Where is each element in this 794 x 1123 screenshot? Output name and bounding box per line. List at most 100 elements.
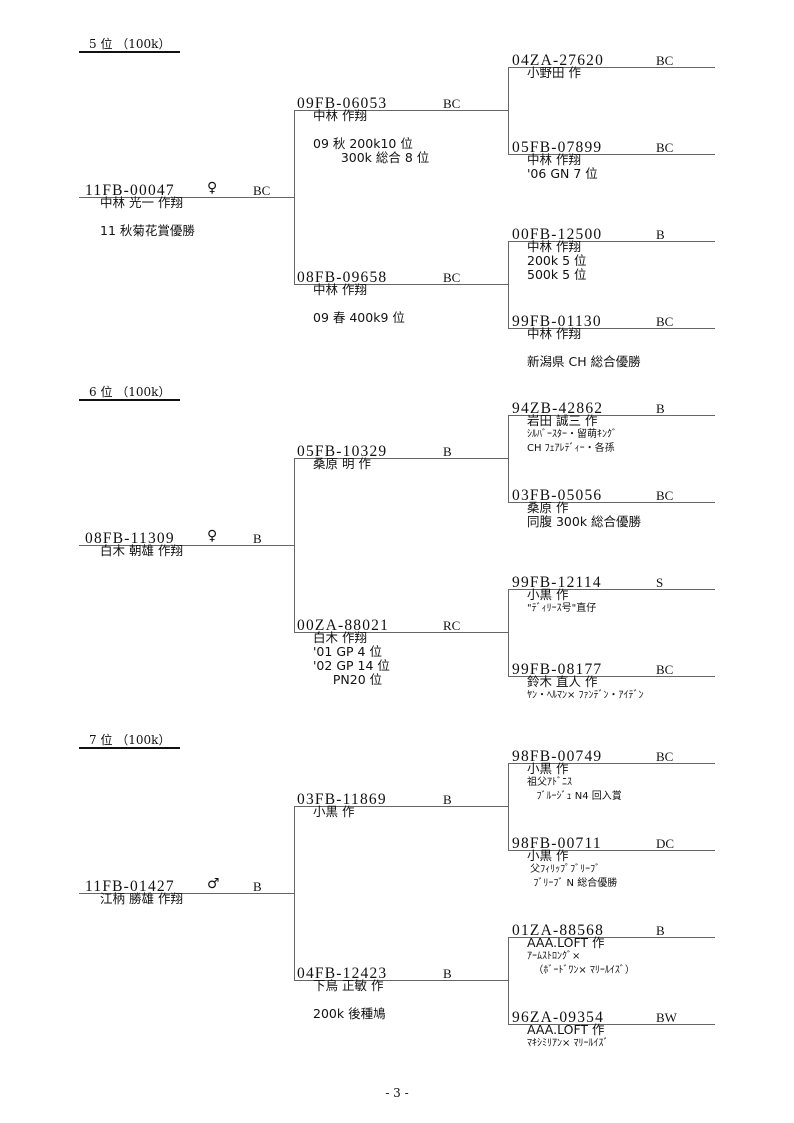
dam-dam-notes: 中林 作翔新潟県 CH 総合優勝	[527, 327, 641, 369]
dam-dam-line	[508, 676, 715, 677]
dam-dam-line	[508, 328, 715, 329]
connector-line	[508, 415, 509, 502]
connector-line	[508, 763, 509, 850]
breeder-name: 下鳥 正敏 作	[313, 978, 384, 993]
dam-color: B	[443, 966, 452, 981]
sire-sire-ring-number: 04ZA-27620	[512, 52, 605, 69]
note-line	[313, 123, 429, 137]
dam-line	[294, 284, 508, 285]
note-line: '02 GP 14 位	[313, 658, 390, 673]
sire-dam-notes: 中林 作翔'06 GN 7 位	[527, 153, 598, 181]
dam-dam-ring-number: 99FB-08177	[512, 661, 603, 678]
dam-ring-number: 00ZA-88021	[297, 617, 390, 634]
note-line: 同腹 300k 総合優勝	[527, 514, 642, 529]
breeder-name: 江柄 勝雄 作翔	[100, 891, 183, 906]
sire-dam-color: DC	[656, 836, 675, 851]
note-line: ﾏｷｼﾐﾘｱﾝ× ﾏﾘｰﾙｲｽﾞ	[527, 1038, 609, 1049]
breeder-name: 白木 朝雄 作翔	[100, 543, 183, 558]
sire-dam-ring-number: 98FB-00711	[512, 835, 602, 852]
breeder-name: 桑原 明 作	[313, 456, 371, 471]
subject-line	[79, 197, 294, 198]
note-line: 父ﾌｨﾘｯﾌﾟﾌﾞﾘｰﾌﾞ	[527, 864, 601, 875]
dam-sire-color: B	[656, 227, 665, 242]
subject-color: B	[253, 531, 262, 546]
subject-notes: 白木 朝雄 作翔	[100, 544, 183, 558]
sire-notes: 桑原 明 作	[313, 457, 371, 471]
dam-ring-number: 04FB-12423	[297, 965, 388, 982]
sire-color: B	[443, 792, 452, 807]
sire-dam-line	[508, 502, 715, 503]
dam-dam-ring-number: 96ZA-09354	[512, 1009, 605, 1026]
note-line: 500k 5 位	[527, 267, 587, 282]
dam-dam-color: BC	[656, 662, 674, 677]
note-line: CH ﾌｪｱﾚﾃﾞｨｰ・各孫	[527, 443, 615, 454]
sire-sire-line	[508, 415, 715, 416]
dam-dam-notes: 鈴木 直人 作ﾔﾝ・ﾍﾙﾏﾝ× ﾌｧﾝﾃﾞﾝ・ｱｲﾃﾞﾝ	[527, 675, 644, 703]
sire-dam-notes: 小黒 作 父ﾌｨﾘｯﾌﾟﾌﾞﾘｰﾌﾞ ﾌﾞﾘｰﾌﾞ N 総合優勝	[527, 849, 617, 891]
note-line: PN20 位	[313, 672, 383, 687]
breeder-name: 小黒 作	[527, 848, 569, 863]
sire-dam-line	[508, 154, 715, 155]
note-line: "ﾃﾞｨﾘｰｽ号"直仔	[527, 603, 597, 614]
note-line: 300k 総合 8 位	[313, 150, 430, 165]
sire-sire-notes: 小野田 作	[527, 66, 581, 80]
dam-notes: 白木 作翔'01 GP 4 位'02 GP 14 位 PN20 位	[313, 631, 390, 687]
connector-line	[508, 67, 509, 154]
sire-dam-line	[508, 850, 715, 851]
note-line: 新潟県 CH 総合優勝	[527, 354, 641, 369]
breeder-name: 白木 作翔	[313, 630, 367, 645]
sire-dam-notes: 桑原 作同腹 300k 総合優勝	[527, 501, 641, 529]
subject-ring-number: 11FB-01427	[85, 878, 175, 895]
sire-line	[294, 110, 508, 111]
breeder-name: 中林 作翔	[527, 326, 581, 341]
breeder-name: AAA.LOFT 作	[527, 935, 605, 950]
subject-ring-number: 08FB-11309	[85, 530, 175, 547]
dam-sire-color: B	[656, 923, 665, 938]
dam-sire-ring-number: 99FB-12114	[512, 574, 602, 591]
breeder-name: 中林 作翔	[527, 152, 581, 167]
sex-symbol: ♀	[207, 528, 218, 544]
sire-ring-number: 09FB-06053	[297, 95, 388, 112]
dam-sire-ring-number: 01ZA-88568	[512, 922, 605, 939]
dam-dam-line	[508, 1024, 715, 1025]
note-line: ｱｰﾑｽﾄﾛﾝｸﾞ×	[527, 951, 581, 962]
page-number: - 3 -	[385, 1086, 409, 1100]
sire-dam-ring-number: 03FB-05056	[512, 487, 603, 504]
connector-line	[294, 458, 295, 632]
breeder-name: 中林 光一 作翔	[100, 195, 183, 210]
note-line: ﾌﾞﾘｰﾌﾞ N 総合優勝	[527, 878, 618, 889]
breeder-name: 小野田 作	[527, 65, 581, 80]
breeder-name: 鈴木 直人 作	[527, 674, 598, 689]
note-line: 09 秋 200k10 位	[313, 136, 413, 151]
note-line: 11 秋菊花賞優勝	[100, 223, 195, 238]
sire-color: B	[443, 444, 452, 459]
subject-color: B	[253, 879, 262, 894]
dam-dam-color: BW	[656, 1010, 677, 1025]
breeder-name: 桑原 作	[527, 500, 569, 515]
note-line: 200k 5 位	[527, 253, 587, 268]
note-line	[313, 297, 405, 311]
connector-line	[508, 241, 509, 328]
note-line: 祖父ｱﾄﾞﾆｽ	[527, 777, 572, 788]
dam-color: RC	[443, 618, 461, 633]
dam-sire-color: S	[656, 575, 664, 590]
connector-line	[508, 937, 509, 1024]
sire-dam-color: BC	[656, 488, 674, 503]
dam-dam-ring-number: 99FB-01130	[512, 313, 602, 330]
subject-notes: 中林 光一 作翔 11 秋菊花賞優勝	[100, 196, 195, 238]
dam-color: BC	[443, 270, 461, 285]
sire-sire-line	[508, 67, 715, 68]
dam-ring-number: 08FB-09658	[297, 269, 388, 286]
note-line: ｼﾙﾊﾞｰｽﾀｰ・留萌ｷﾝｸﾞ	[527, 429, 617, 440]
breeder-name: 中林 作翔	[313, 282, 367, 297]
subject-color: BC	[253, 183, 271, 198]
sex-symbol: ♀	[207, 180, 218, 196]
sire-notes: 小黒 作	[313, 805, 354, 819]
breeder-name: 岩田 誠三 作	[527, 413, 598, 428]
breeder-name: 小黒 作	[313, 804, 355, 819]
subject-notes: 江柄 勝雄 作翔	[100, 892, 183, 906]
breeder-name: 小黒 作	[527, 761, 569, 776]
